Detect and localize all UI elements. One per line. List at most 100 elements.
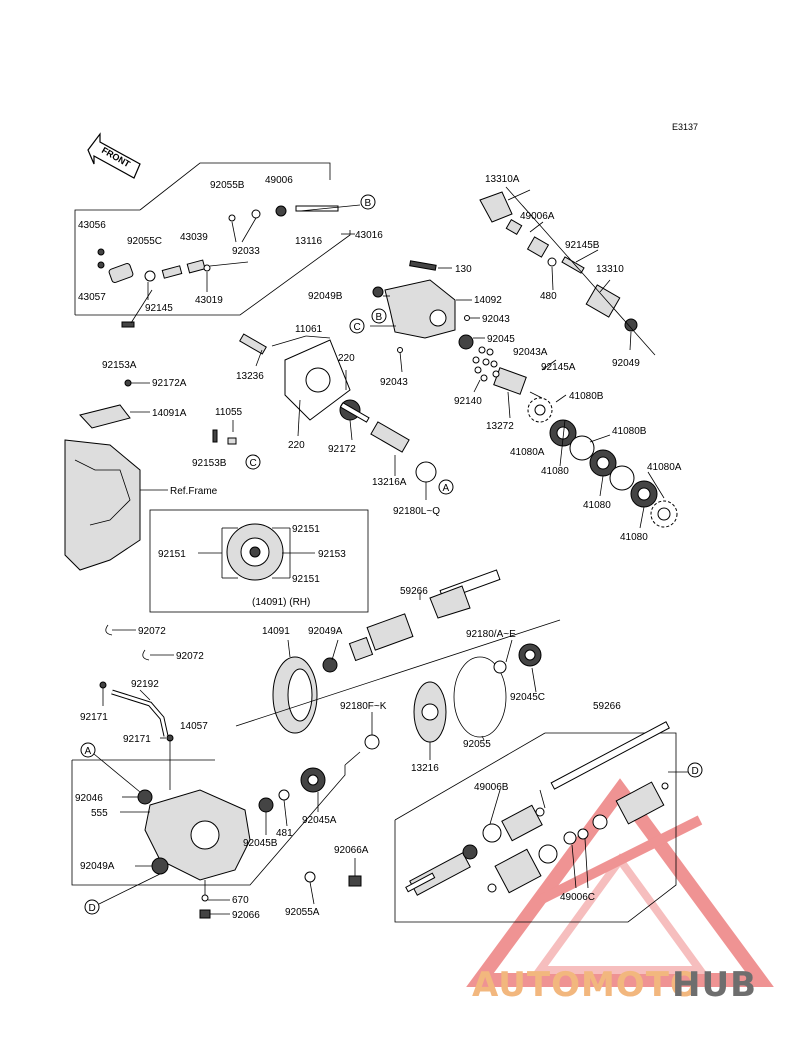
label-49006a: 49006A xyxy=(520,211,555,222)
pin-92043b-icon xyxy=(397,347,403,353)
sleeve-icon xyxy=(526,236,550,258)
label-41080-3: 41080 xyxy=(620,532,648,543)
label-14091a: 14091A xyxy=(152,408,187,419)
label-555: 555 xyxy=(91,808,108,819)
label-92046: 92046 xyxy=(75,793,103,804)
pinion-13216a-icon xyxy=(370,421,410,453)
seal-92049-icon xyxy=(624,318,638,332)
svg-text:D: D xyxy=(692,766,699,777)
shim-92180ae-icon xyxy=(493,660,507,674)
shaft-13116-icon xyxy=(295,205,339,212)
label-43019: 43019 xyxy=(195,295,223,306)
housing-14092-icon xyxy=(384,279,456,339)
seal-92049b-icon xyxy=(372,286,384,298)
label-41080a-1: 41080A xyxy=(510,447,545,458)
shaft-13236-icon xyxy=(239,333,267,355)
diagram-code: E3137 xyxy=(672,122,698,132)
frame-reference-group xyxy=(64,379,168,571)
clip-92072-icon-1 xyxy=(105,624,113,636)
svg-text:C: C xyxy=(354,322,361,333)
bracket-14091a-icon xyxy=(79,404,131,429)
ring-49006c-icon xyxy=(563,831,577,845)
watermark-triangle-logo xyxy=(466,778,774,987)
upper-joint-group xyxy=(479,186,656,356)
label-ref-frame: Ref.Frame xyxy=(170,486,218,497)
label-14091: 14091 xyxy=(262,626,290,637)
inner-joint-icon xyxy=(409,852,471,896)
callout-a-center: A xyxy=(438,479,454,495)
label-92045b: 92045B xyxy=(243,838,278,849)
label-49006: 49006 xyxy=(265,175,293,186)
label-92049: 92049 xyxy=(612,358,640,369)
inset-caption: (14091) (RH) xyxy=(252,597,310,608)
label-92043-b: 92043 xyxy=(380,377,408,388)
o-ring-92033-icon xyxy=(251,209,261,219)
label-13216a: 13216A xyxy=(372,477,407,488)
label-92151-c: 92151 xyxy=(292,574,320,585)
boot-49006c-icon xyxy=(494,848,542,894)
label-92055: 92055 xyxy=(463,739,491,750)
ring-481-icon xyxy=(278,789,290,801)
label-92153b: 92153B xyxy=(192,458,227,469)
label-11061: 11061 xyxy=(295,324,323,335)
label-41080b-2: 41080B xyxy=(612,426,647,437)
svg-text:A: A xyxy=(443,483,450,494)
label-92043a: 92043A xyxy=(513,347,548,358)
label-480: 480 xyxy=(540,291,557,302)
label-41080a-2: 41080A xyxy=(647,462,682,473)
callout-d-right: D xyxy=(687,762,703,778)
label-92171-b: 92171 xyxy=(123,734,151,745)
label-13236: 13236 xyxy=(236,371,264,382)
label-92045: 92045 xyxy=(487,334,515,345)
callout-b-top: B xyxy=(360,194,376,210)
plate-41080b-icon-1 xyxy=(569,435,595,461)
label-92145a: 92145A xyxy=(541,362,576,373)
label-92140: 92140 xyxy=(454,396,482,407)
svg-text:B: B xyxy=(365,198,372,209)
shim-92180fk-icon xyxy=(364,734,380,750)
o-ring-92055-icon xyxy=(453,656,507,738)
rear-housing-group xyxy=(71,740,362,919)
joint-13310-icon xyxy=(585,284,621,318)
label-92151-a: 92151 xyxy=(292,524,320,535)
bracket-11055-icon xyxy=(227,437,237,445)
boot-49006a-icon xyxy=(505,218,523,236)
joint-13310a-icon xyxy=(479,191,513,223)
label-41080-2: 41080 xyxy=(583,500,611,511)
frame-icon xyxy=(64,439,141,571)
seal-92049a-lower-icon xyxy=(151,857,169,875)
bearing-balls-92140 xyxy=(472,346,500,382)
bolt-92153a-icon xyxy=(121,321,135,328)
label-13310: 13310 xyxy=(596,264,624,275)
label-43016: 43016 xyxy=(355,230,383,241)
seal-92049a-icon xyxy=(322,657,338,673)
label-92180lq: 92180L~Q xyxy=(393,506,440,517)
clamp-49006c-icon xyxy=(538,844,558,864)
label-13272: 13272 xyxy=(486,421,514,432)
front-arrow-icon: FRONT xyxy=(87,132,141,179)
label-14057: 14057 xyxy=(180,721,208,732)
bolt-92153b-icon xyxy=(212,429,218,443)
plug-92066-icon xyxy=(199,909,211,919)
spring-92145-icon xyxy=(161,265,183,279)
breather-assembly-group xyxy=(74,162,361,328)
shim-92180lq-icon xyxy=(415,461,437,483)
cover-11061-group xyxy=(212,333,361,445)
bolt-130-icon xyxy=(409,260,437,271)
label-92172: 92172 xyxy=(328,444,356,455)
seal-49006-icon xyxy=(275,205,287,217)
label-92049a: 92049A xyxy=(308,626,343,637)
label-43057: 43057 xyxy=(78,292,106,303)
label-92145: 92145 xyxy=(145,303,173,314)
rear-axle-group xyxy=(394,721,688,923)
label-59266-b: 59266 xyxy=(593,701,621,712)
label-481: 481 xyxy=(276,828,293,839)
svg-text:C: C xyxy=(250,458,257,469)
label-220-b: 220 xyxy=(288,440,305,451)
label-92066: 92066 xyxy=(232,910,260,921)
label-92045c: 92045C xyxy=(510,692,545,703)
callout-b-center: B xyxy=(371,308,387,324)
label-92172a: 92172A xyxy=(152,378,187,389)
